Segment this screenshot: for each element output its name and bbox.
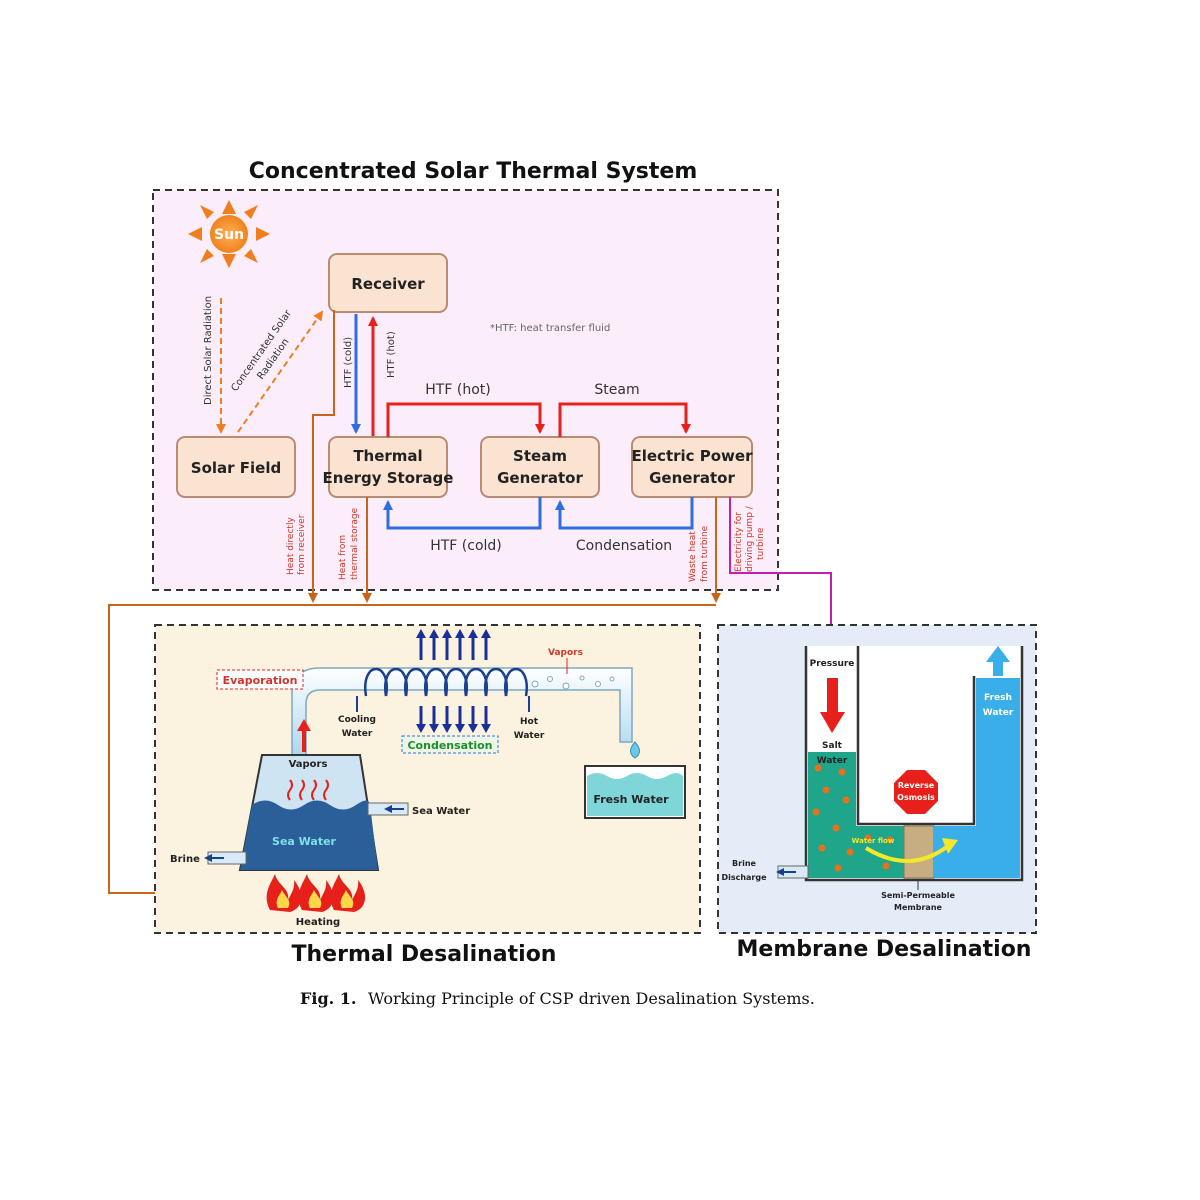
condensation-loop (555, 497, 694, 530)
salt-particles (812, 764, 894, 872)
electricity-label-3: turbine (756, 527, 766, 560)
solar-field-label: Solar Field (191, 459, 281, 477)
waste-heat-label-2: from turbine (700, 525, 710, 582)
htf-hot-label: HTF (hot) (425, 382, 490, 398)
fresh-water-ro-label-2: Water (983, 708, 1014, 718)
htf-hot-loop (386, 402, 545, 437)
electricity-line (729, 497, 836, 645)
htf-cold-label: HTF (cold) (430, 538, 502, 554)
water-flow-label: Water flow (852, 837, 895, 845)
cooling-water-label-2: Water (342, 729, 373, 739)
steam-wave-icons (287, 779, 329, 801)
htf-cold-vertical-label: HTF (cold) (343, 337, 354, 388)
ro-vessel-outline (804, 646, 1024, 882)
steam-generator-label-1: Steam (513, 447, 567, 465)
membrane-label-1: Semi-Permeable (881, 891, 955, 900)
thermal-storage-label-1: Thermal (353, 447, 422, 465)
salt-water-label-1: Salt (822, 741, 843, 751)
heat-storage-label-2: thermal storage (350, 507, 360, 580)
flame-icon (266, 874, 366, 912)
fresh-water-column (976, 678, 1020, 826)
steam-generator-label-2: Generator (497, 469, 583, 487)
thermal-storage-box (328, 436, 448, 498)
receiver-box (328, 253, 448, 313)
fresh-water-body (587, 773, 683, 816)
vapor-bubbles (531, 675, 615, 690)
sun-icon (188, 200, 270, 268)
condensation-desal-label: Condensation (407, 739, 492, 752)
semi-permeable-membrane (903, 825, 935, 879)
electricity-label-2: driving pump / (745, 505, 755, 572)
evaporation-tag (216, 669, 304, 690)
fresh-water-arrow-shaft (993, 660, 1003, 676)
power-generator-box (631, 436, 753, 498)
reverse-osmosis-badge (894, 770, 938, 814)
htf-cold-loop (383, 497, 542, 530)
receiver-label: Receiver (351, 275, 425, 293)
csp-system-title: Concentrated Solar Thermal System (249, 159, 698, 184)
brine-label: Brine (170, 854, 200, 865)
steam-label: Steam (594, 382, 639, 398)
solar-field-box (176, 436, 296, 498)
membrane-desalination-title: Membrane Desalination (737, 937, 1032, 962)
hot-water-label-2: Water (514, 731, 545, 741)
sea-water-label: Sea Water (272, 835, 337, 848)
cooling-exhaust-arrows (419, 636, 488, 660)
membrane-label-2: Membrane (894, 903, 942, 912)
power-generator-label-2: Generator (649, 469, 735, 487)
ro-vessel-inner-wall (856, 646, 976, 826)
brine-discharge-label-1: Brine (732, 859, 756, 868)
waste-heat-label-1: Waste heat (688, 531, 698, 582)
reverse-osmosis-label-1: Reverse (898, 781, 935, 790)
sea-water-inlet-label: Sea Water (412, 806, 470, 817)
cooling-intake-arrows (419, 706, 488, 726)
figure-caption-text: Working Principle of CSP driven Desalina… (368, 989, 815, 1008)
vapors-vessel-label: Vapors (289, 759, 328, 770)
steam-generator-box (480, 436, 600, 498)
power-generator-label-1: Electric Power (631, 447, 753, 465)
heating-label: Heating (296, 917, 340, 928)
salt-water-bottom (856, 826, 904, 878)
water-flow-arrow (864, 844, 950, 863)
condensation-csp-label: Condensation (576, 538, 672, 554)
sun-label: Sun (214, 227, 244, 243)
htf-note: *HTF: heat transfer fluid (490, 323, 610, 334)
fresh-water-ro-label-1: Fresh (984, 693, 1012, 703)
sea-water-body (240, 800, 378, 870)
heat-from-receiver-line (308, 310, 335, 603)
evaporation-label: Evaporation (223, 674, 298, 687)
pressure-arrow-shaft (827, 678, 838, 714)
water-drop-icon (630, 741, 640, 759)
reverse-osmosis-label-2: Osmosis (897, 793, 935, 802)
fresh-water-arrow-icon (986, 646, 1010, 662)
figure-caption-label: Fig. 1. (300, 989, 356, 1008)
csp-system-panel (152, 189, 779, 591)
salt-water-label-2: Water (817, 756, 848, 766)
condensation-tag (401, 735, 499, 754)
steam-loop (558, 402, 691, 437)
vapors-pipe-label: Vapors (548, 648, 583, 658)
fresh-water-bottom (934, 826, 1020, 878)
brine-discharge-label-2: Discharge (721, 873, 767, 882)
htf-hot-vertical-label: HTF (hot) (386, 331, 397, 378)
thermal-storage-label-2: Energy Storage (323, 469, 454, 487)
heat-receiver-label-1: Heat directly (286, 517, 296, 575)
fresh-water-tank-label: Fresh Water (593, 793, 669, 806)
pressure-arrow-icon (820, 712, 845, 733)
concentrated-radiation-arrow (237, 310, 324, 433)
condenser-coil (364, 667, 528, 697)
pressure-label: Pressure (810, 659, 855, 669)
heat-receiver-label-2: from receiver (297, 514, 307, 575)
direct-radiation-label: Direct Solar Radiation (203, 296, 214, 405)
thermal-desalination-title: Thermal Desalination (292, 942, 557, 967)
hot-water-label-1: Hot (520, 717, 539, 727)
heat-storage-label-1: Heat from (338, 535, 348, 580)
cooling-water-label-1: Cooling (338, 715, 376, 725)
electricity-label-1: Electricity for (734, 512, 744, 572)
